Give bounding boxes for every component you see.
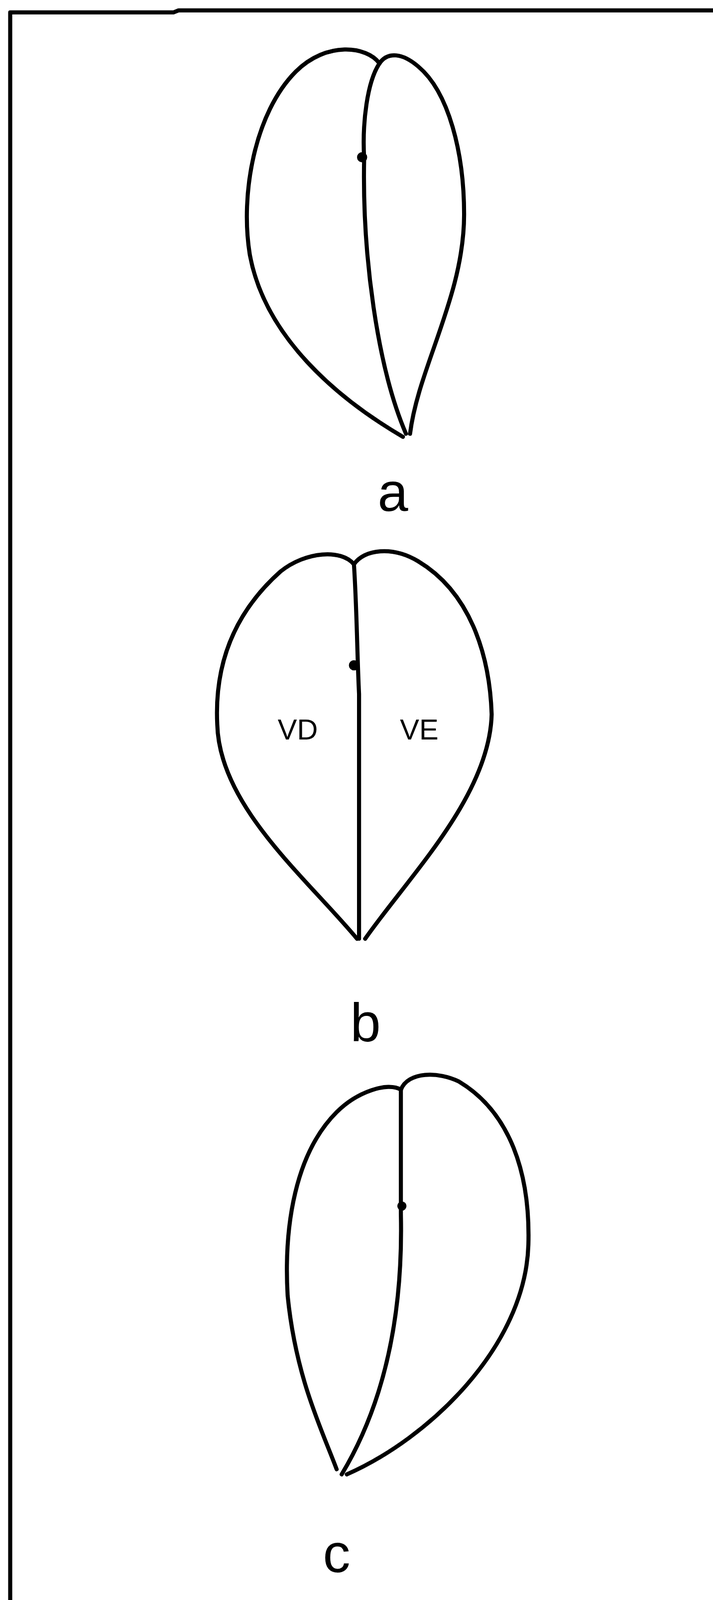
panel-letter: b	[350, 994, 381, 1050]
valve-label: VE	[399, 714, 439, 744]
shell-b	[217, 551, 492, 939]
panel-letter: a	[377, 464, 408, 520]
frame-line	[9, 10, 713, 1600]
panel-letter: c	[323, 1525, 351, 1581]
valve-label: VD	[277, 714, 319, 744]
shell-c	[286, 1074, 529, 1474]
shell-a	[246, 49, 465, 437]
